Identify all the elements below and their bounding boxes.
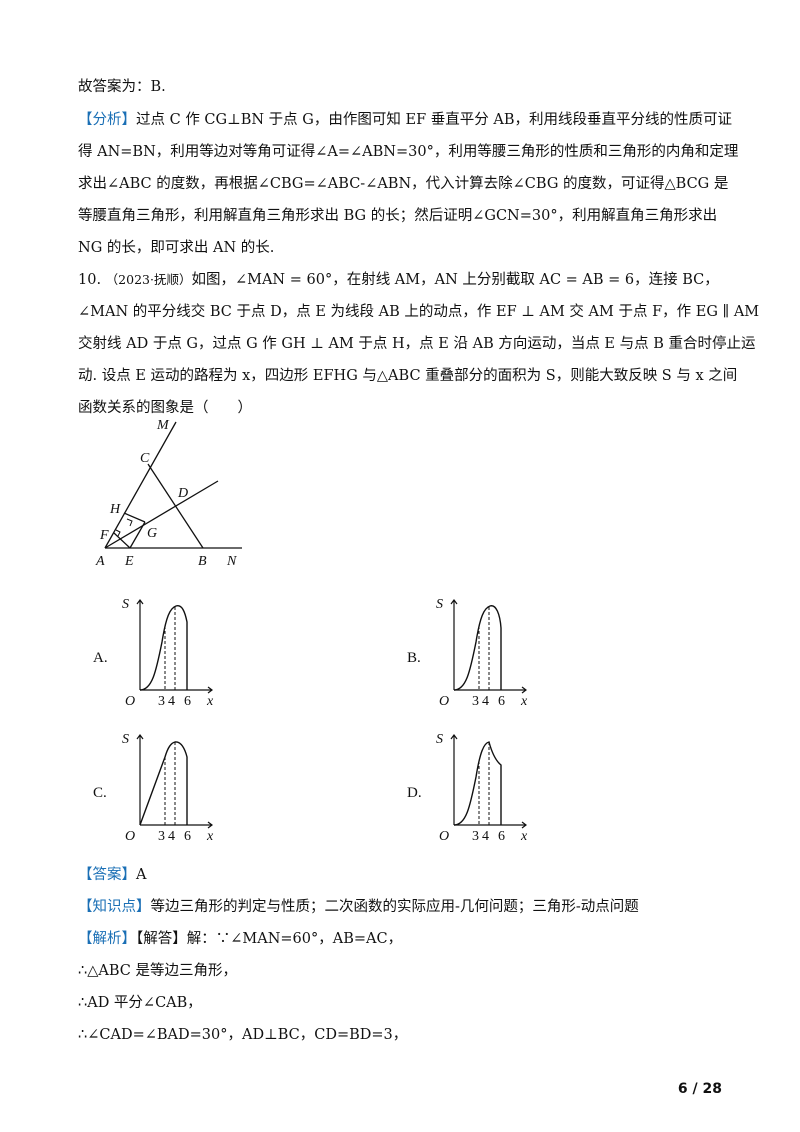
option-a-x: x xyxy=(206,694,214,709)
option-b-graph: S O 3 4 6 x xyxy=(436,597,528,709)
right-angle-mark-h xyxy=(126,518,133,527)
option-c-tick-3: 3 xyxy=(158,829,165,844)
option-d-label: D. xyxy=(407,785,422,801)
segment-gh xyxy=(123,512,146,523)
option-c-tick-6: 6 xyxy=(184,829,191,844)
option-c-o: O xyxy=(125,829,135,844)
option-b-label: B. xyxy=(407,650,421,666)
question-line-2: ∠MAN 的平分线交 BC 于点 D，点 E 为线段 AB 上的动点，作 EF … xyxy=(78,304,760,320)
point-label-a: A xyxy=(95,554,105,569)
option-a-tick-4: 4 xyxy=(168,694,175,709)
analysis-line-2: 得 AN=BN，利用等边对等角可证得∠A=∠ABN=30°，利用等腰三角形的性质… xyxy=(78,144,739,160)
option-d-o: O xyxy=(439,829,449,844)
ray-ad xyxy=(104,480,219,549)
option-b-tick-4: 4 xyxy=(482,694,489,709)
right-angle-mark-f xyxy=(115,529,121,537)
geometry-figure: M C D H F G A E B N xyxy=(95,418,242,569)
option-d-tick-3: 3 xyxy=(472,829,479,844)
analysis-tag: 【分析】 xyxy=(78,112,136,128)
segment-ef xyxy=(113,532,131,549)
option-c-s: S xyxy=(122,732,129,747)
analysis-line-4: 等腰直角三角形，利用解直角三角形求出 BG 的长；然后证明∠GCN=30°，利用… xyxy=(78,208,718,224)
point-label-b: B xyxy=(198,554,207,569)
option-b-tick-6: 6 xyxy=(498,694,505,709)
knowledge-line: 【知识点】等边三角形的判定与性质；二次函数的实际应用-几何问题；三角形-动点问题 xyxy=(78,897,639,917)
option-b-tick-3: 3 xyxy=(472,694,479,709)
question-line-4: 动. 设点 E 运动的路程为 x，四边形 EFHG 与△ABC 重叠部分的面积为… xyxy=(78,368,738,384)
solution-line-2: ∴△ABC 是等边三角形， xyxy=(78,963,237,979)
question-line-5: 函数关系的图象是（ ） xyxy=(78,400,252,416)
point-label-e: E xyxy=(124,554,134,569)
prev-answer-line: 故答案为：B. xyxy=(78,79,166,95)
analysis-line-5: NG 的长，即可求出 AN 的长. xyxy=(78,240,275,256)
option-d-s: S xyxy=(436,732,443,747)
answer-line: 【答案】A xyxy=(78,865,146,885)
option-c-label: C. xyxy=(93,785,107,801)
point-label-f: F xyxy=(99,528,109,543)
point-label-m: M xyxy=(156,418,170,433)
ray-am xyxy=(104,421,177,549)
point-label-g: G xyxy=(147,526,157,541)
option-c-tick-4: 4 xyxy=(168,829,175,844)
answer-value: A xyxy=(136,867,147,883)
solution-line-4: ∴∠CAD=∠BAD=30°，AD⊥BC，CD=BD=3， xyxy=(78,1027,408,1043)
answer-tag: 【答案】 xyxy=(78,867,136,883)
option-d-tick-6: 6 xyxy=(498,829,505,844)
question-number: 10. xyxy=(78,272,102,288)
solution-tag: 【解析】 xyxy=(78,931,136,947)
segment-eg xyxy=(129,521,146,549)
point-label-d: D xyxy=(177,486,188,501)
option-b-s: S xyxy=(436,597,443,612)
option-a-tick-6: 6 xyxy=(184,694,191,709)
page-number: 6 / 28 xyxy=(677,1081,722,1097)
option-a-o: O xyxy=(125,694,135,709)
option-a-s: S xyxy=(122,597,129,612)
option-b-o: O xyxy=(439,694,449,709)
knowledge-tag: 【知识点】 xyxy=(78,899,151,915)
option-d-graph: S O 3 4 6 x xyxy=(436,732,528,844)
solution-line-1: 【解析】【解答】解：∵∠MAN=60°，AB=AC， xyxy=(78,929,402,949)
analysis-text-1: 过点 C 作 CG⊥BN 于点 G，由作图可知 EF 垂直平分 AB，利用线段垂… xyxy=(136,112,732,128)
solution-line-3: ∴AD 平分∠CAB， xyxy=(78,995,202,1011)
option-c-x: x xyxy=(206,829,214,844)
question-text-1: 如图，∠MAN = 60°，在射线 AM，AN 上分别截取 AC = AB = … xyxy=(191,272,719,288)
point-label-c: C xyxy=(140,451,150,466)
option-a-graph: S O 3 4 6 x xyxy=(122,597,214,709)
point-label-h: H xyxy=(109,502,121,517)
option-a-tick-3: 3 xyxy=(158,694,165,709)
option-d-x: x xyxy=(520,829,528,844)
analysis-line-3: 求出∠ABC 的度数，再根据∠CBG=∠ABC-∠ABN，代入计算去除∠CBG … xyxy=(78,176,729,192)
analysis-line-1: 【分析】过点 C 作 CG⊥BN 于点 G，由作图可知 EF 垂直平分 AB，利… xyxy=(78,110,732,130)
point-label-n: N xyxy=(226,554,237,569)
option-c-graph: S O 3 4 6 x xyxy=(122,732,214,844)
option-a-label: A. xyxy=(93,650,108,666)
option-d-tick-4: 4 xyxy=(482,829,489,844)
knowledge-text: 等边三角形的判定与性质；二次函数的实际应用-几何问题；三角形-动点问题 xyxy=(150,899,639,915)
option-b-x: x xyxy=(520,694,528,709)
question-line-1: 10. （2023·抚顺）如图，∠MAN = 60°，在射线 AM，AN 上分别… xyxy=(78,270,719,290)
solution-text-1: 【解答】解：∵∠MAN=60°，AB=AC， xyxy=(136,931,403,947)
question-line-3: 交射线 AD 于点 G，过点 G 作 GH ⊥ AM 于点 H，点 E 沿 AB… xyxy=(78,336,756,352)
question-source: （2023·抚顺） xyxy=(105,272,192,287)
